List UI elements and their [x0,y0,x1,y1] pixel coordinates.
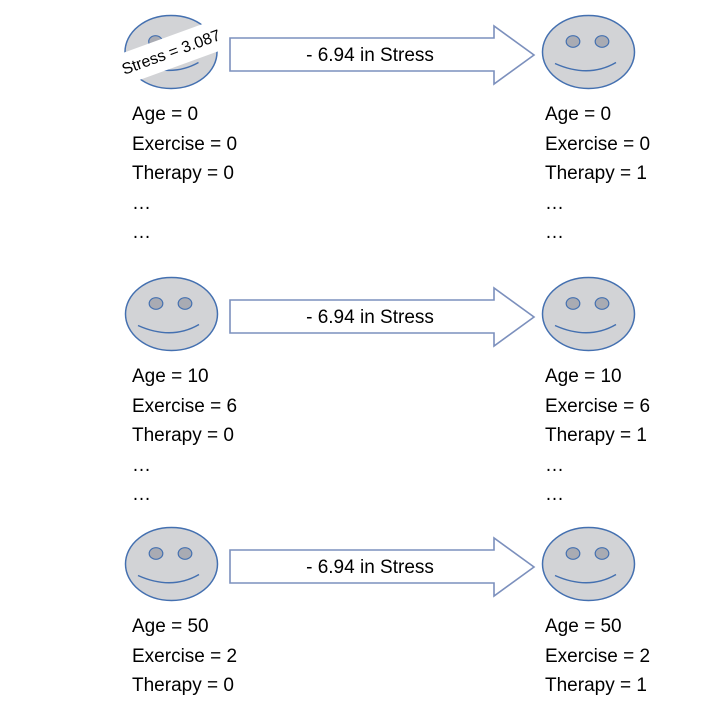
left-eye-icon [565,35,581,48]
attribute-line: Age = 10 [132,366,209,387]
effect-arrow-icon [229,24,536,86]
smile-icon [554,323,617,334]
attribute-line: … [132,192,151,214]
smiley-face-icon [124,276,219,352]
left-eye-icon [148,297,164,310]
attribute-line: Age = 10 [545,366,622,387]
left-attributes: Age = 50 Exercise = 2 Therapy = 0 [132,612,237,701]
effect-arrow-icon [229,286,536,348]
right-attributes: Age = 10 Exercise = 6 Therapy = 1 … … [545,362,650,510]
left-eye-icon [565,547,581,560]
right-eye-icon [177,297,193,310]
face-outline [124,276,219,352]
attribute-line: Exercise = 0 [132,133,238,155]
attribute-line: … [545,454,564,476]
comparison-row-1: Stress = 3.087 - 6.94 in Stress Age = 0 … [0,0,726,262]
left-attributes: Age = 0 Exercise = 0 Therapy = 0 … … [132,100,237,248]
attribute-line: Therapy = 1 [545,163,647,184]
smile-icon [554,61,617,72]
attribute-line: Therapy = 0 [132,425,234,446]
face-outline [541,526,636,602]
stress-banner-face-icon: Stress = 3.087 [85,8,257,96]
right-eye-icon [594,297,610,310]
attribute-line: Exercise = 2 [132,645,238,667]
attribute-line: … [545,484,564,505]
right-eye-icon [177,547,193,560]
attribute-line: Exercise = 6 [132,395,238,417]
smiley-face-icon [541,526,636,602]
attribute-line: … [132,454,151,476]
attribute-line: … [545,192,564,214]
face-outline [541,14,636,90]
smiley-face-icon [124,526,219,602]
right-eye-icon [594,35,610,48]
attribute-line: Therapy = 1 [545,675,647,696]
attribute-line: Exercise = 6 [545,395,651,417]
face-outline [541,276,636,352]
attribute-line: Exercise = 2 [545,645,651,667]
attribute-line: … [132,484,151,505]
comparison-row-2: - 6.94 in Stress Age = 10 Exercise = 6 T… [0,262,726,524]
attribute-line: … [132,222,151,243]
right-attributes: Age = 0 Exercise = 0 Therapy = 1 … … [545,100,650,248]
right-eye-icon [594,547,610,560]
effect-arrow-label: - 6.94 in Stress [306,307,434,328]
stress-banner [85,8,257,96]
smile-icon [554,573,617,584]
attribute-line: … [545,222,564,243]
effect-arrow-label: - 6.94 in Stress [306,45,434,66]
left-attributes: Age = 10 Exercise = 6 Therapy = 0 … … [132,362,237,510]
smile-icon [137,573,200,584]
attribute-line: Age = 0 [545,104,612,125]
attribute-line: Age = 50 [545,616,622,637]
attribute-line: Exercise = 0 [545,133,651,155]
comparison-row-3: - 6.94 in Stress Age = 50 Exercise = 2 T… [0,512,726,720]
attribute-line: Therapy = 0 [132,675,234,696]
smiley-face-icon [541,276,636,352]
smile-icon [137,323,200,334]
effect-arrow-label: - 6.94 in Stress [306,557,434,578]
attribute-line: Therapy = 0 [132,163,234,184]
attribute-line: Age = 50 [132,616,209,637]
face-outline [124,526,219,602]
smiley-face-icon [541,14,636,90]
attribute-line: Therapy = 1 [545,425,647,446]
left-eye-icon [148,547,164,560]
left-eye-icon [565,297,581,310]
right-attributes: Age = 50 Exercise = 2 Therapy = 1 [545,612,650,701]
attribute-line: Age = 0 [132,104,199,125]
effect-arrow-icon [229,536,536,598]
